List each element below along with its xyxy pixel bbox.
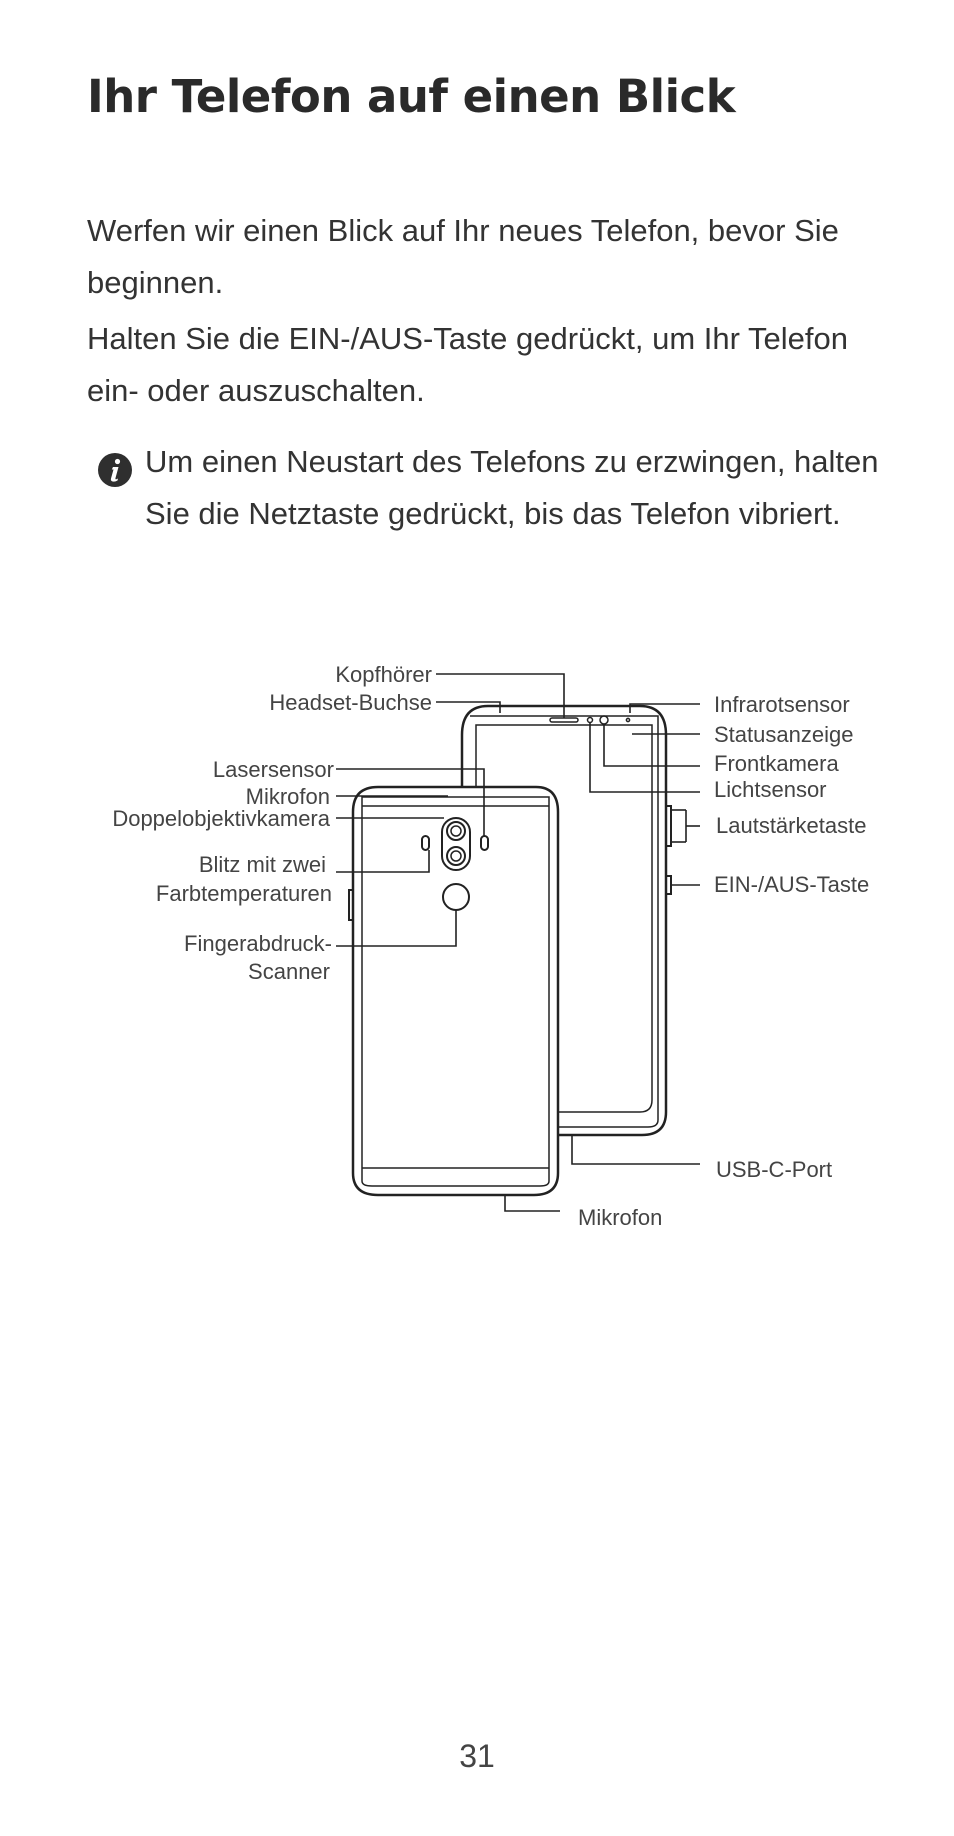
label-fingerabdruck-line2: Scanner: [248, 959, 330, 984]
power-paragraph: Halten Sie die EIN-/AUS-Taste gedrückt, …: [87, 321, 848, 408]
label-mikrofon-top: Mikrofon: [246, 784, 330, 809]
note-text: Um einen Neustart des Telefons zu erzwin…: [145, 444, 879, 531]
camera-module: [441, 817, 471, 871]
label-lautstaerketaste: Lautstärketaste: [716, 813, 866, 838]
phone-diagram: Kopfhörer Headset-Buchse Lasersensor Mik…: [112, 662, 869, 1230]
label-doppelobjektivkamera: Doppelobjektivkamera: [112, 806, 330, 831]
front-phone-body: [460, 704, 668, 1137]
label-usb-c-port: USB-C-Port: [716, 1157, 832, 1182]
label-ein-aus-taste: EIN-/AUS-Taste: [714, 872, 869, 897]
label-statusanzeige: Statusanzeige: [714, 722, 853, 747]
label-frontkamera: Frontkamera: [714, 751, 839, 776]
intro-paragraph: Werfen wir einen Blick auf Ihr neues Tel…: [87, 213, 839, 300]
label-lichtsensor: Lichtsensor: [714, 777, 827, 802]
back-phone-body: [351, 785, 560, 1197]
label-blitz-line1: Blitz mit zwei: [199, 852, 326, 877]
label-blitz-line2: Farbtemperaturen: [156, 881, 332, 906]
page-title: Ihr Telefon auf einen Blick: [87, 70, 736, 123]
page-number: 31: [459, 1738, 495, 1774]
info-icon: [98, 453, 132, 487]
label-mikrofon-bottom: Mikrofon: [578, 1205, 662, 1230]
flash: [421, 835, 430, 851]
label-lasersensor: Lasersensor: [213, 757, 334, 782]
label-fingerabdruck-line1: Fingerabdruck-: [184, 931, 332, 956]
label-headset-buchse: Headset-Buchse: [269, 690, 432, 715]
label-infrarotsensor: Infrarotsensor: [714, 692, 850, 717]
label-kopfhoerer: Kopfhörer: [335, 662, 432, 687]
